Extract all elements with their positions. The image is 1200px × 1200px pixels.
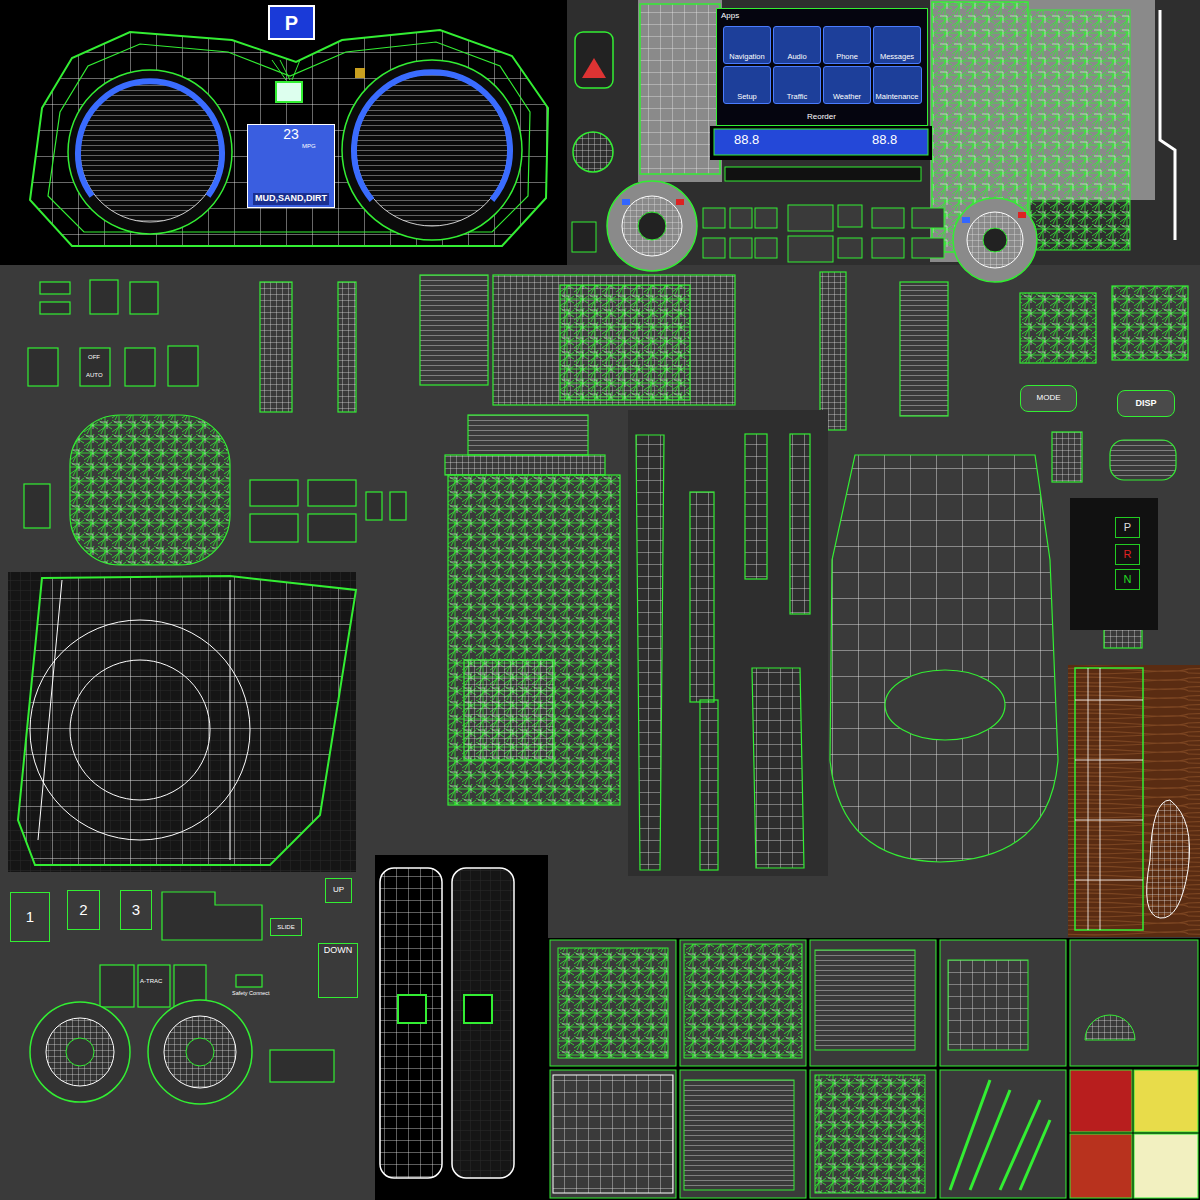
button-text: Messages — [880, 53, 914, 61]
cluster-display: 23MUD,SAND,DIRT — [247, 124, 335, 208]
button-label-box: DOWN — [318, 943, 358, 998]
button-text: 23 — [283, 127, 299, 142]
button-label-box: Audio — [773, 26, 821, 64]
button-text: P — [1124, 521, 1131, 533]
wood-trim — [1068, 665, 1200, 937]
button-text: MUD,SAND,DIRT — [253, 193, 329, 205]
part-label: Safety Connect — [232, 990, 270, 996]
button-label-box: MODE — [1020, 385, 1077, 412]
button-text: Maintenance — [876, 93, 919, 101]
button-text: Navigation — [729, 53, 764, 61]
part-label: AUTO — [86, 372, 103, 379]
instrument-cluster — [0, 0, 567, 265]
button-label-box: 3 — [120, 890, 152, 930]
part-label: A-TRAC — [140, 978, 162, 985]
button-label-box: Traffic — [773, 66, 821, 104]
button-label-box: Navigation — [723, 26, 771, 64]
button-label-box: P — [1115, 517, 1140, 538]
button-label-box: Messages — [873, 26, 921, 64]
button-text: Weather — [833, 93, 861, 101]
button-text: Phone — [836, 53, 858, 61]
part-label: 88.8 — [734, 133, 759, 147]
button-text: R — [1124, 548, 1132, 560]
part-label: OFF — [88, 354, 100, 361]
button-text: 1 — [26, 909, 34, 926]
button-text: Reorder — [807, 113, 836, 122]
dial-parts — [30, 1000, 252, 1104]
button-text: UP — [333, 886, 344, 895]
tile-grid — [548, 938, 1200, 1200]
button-label-box: DISP — [1117, 390, 1175, 417]
center-stack-panel — [567, 0, 1200, 282]
console-pods — [375, 855, 548, 1200]
button-text: Apps — [721, 12, 739, 21]
button-text: P — [285, 12, 298, 34]
button-label-box: UP — [325, 878, 352, 903]
button-text: SLIDE — [277, 924, 294, 931]
button-label-box: Weather — [823, 66, 871, 104]
button-text: DOWN — [324, 946, 353, 956]
button-text: Setup — [737, 93, 757, 101]
trim-pieces — [628, 410, 1058, 876]
gear-panel — [1070, 498, 1158, 630]
button-text: 2 — [79, 902, 87, 919]
button-label-box: R — [1115, 544, 1140, 565]
button-label-box: Phone — [823, 26, 871, 64]
part-label: 88.8 — [872, 133, 897, 147]
button-text: Audio — [787, 53, 806, 61]
button-text: DISP — [1135, 399, 1156, 409]
dash-panel — [8, 572, 356, 872]
button-text: N — [1124, 573, 1132, 585]
button-text: Traffic — [787, 93, 807, 101]
button-text: 3 — [132, 902, 140, 919]
button-text: MODE — [1037, 394, 1061, 403]
button-label-box: N — [1115, 569, 1140, 590]
touch-screen: AppsReorder Navigation Audio Phone MessagesS… — [716, 8, 928, 126]
part-label: MPG — [302, 143, 316, 150]
button-label-box: 1 — [10, 892, 50, 942]
button-label-box: P — [268, 5, 315, 40]
button-label-box: Setup — [723, 66, 771, 104]
button-label-box: SLIDE — [270, 918, 302, 936]
button-label-box: 2 — [67, 890, 100, 930]
button-label-box: Maintenance — [873, 66, 922, 104]
